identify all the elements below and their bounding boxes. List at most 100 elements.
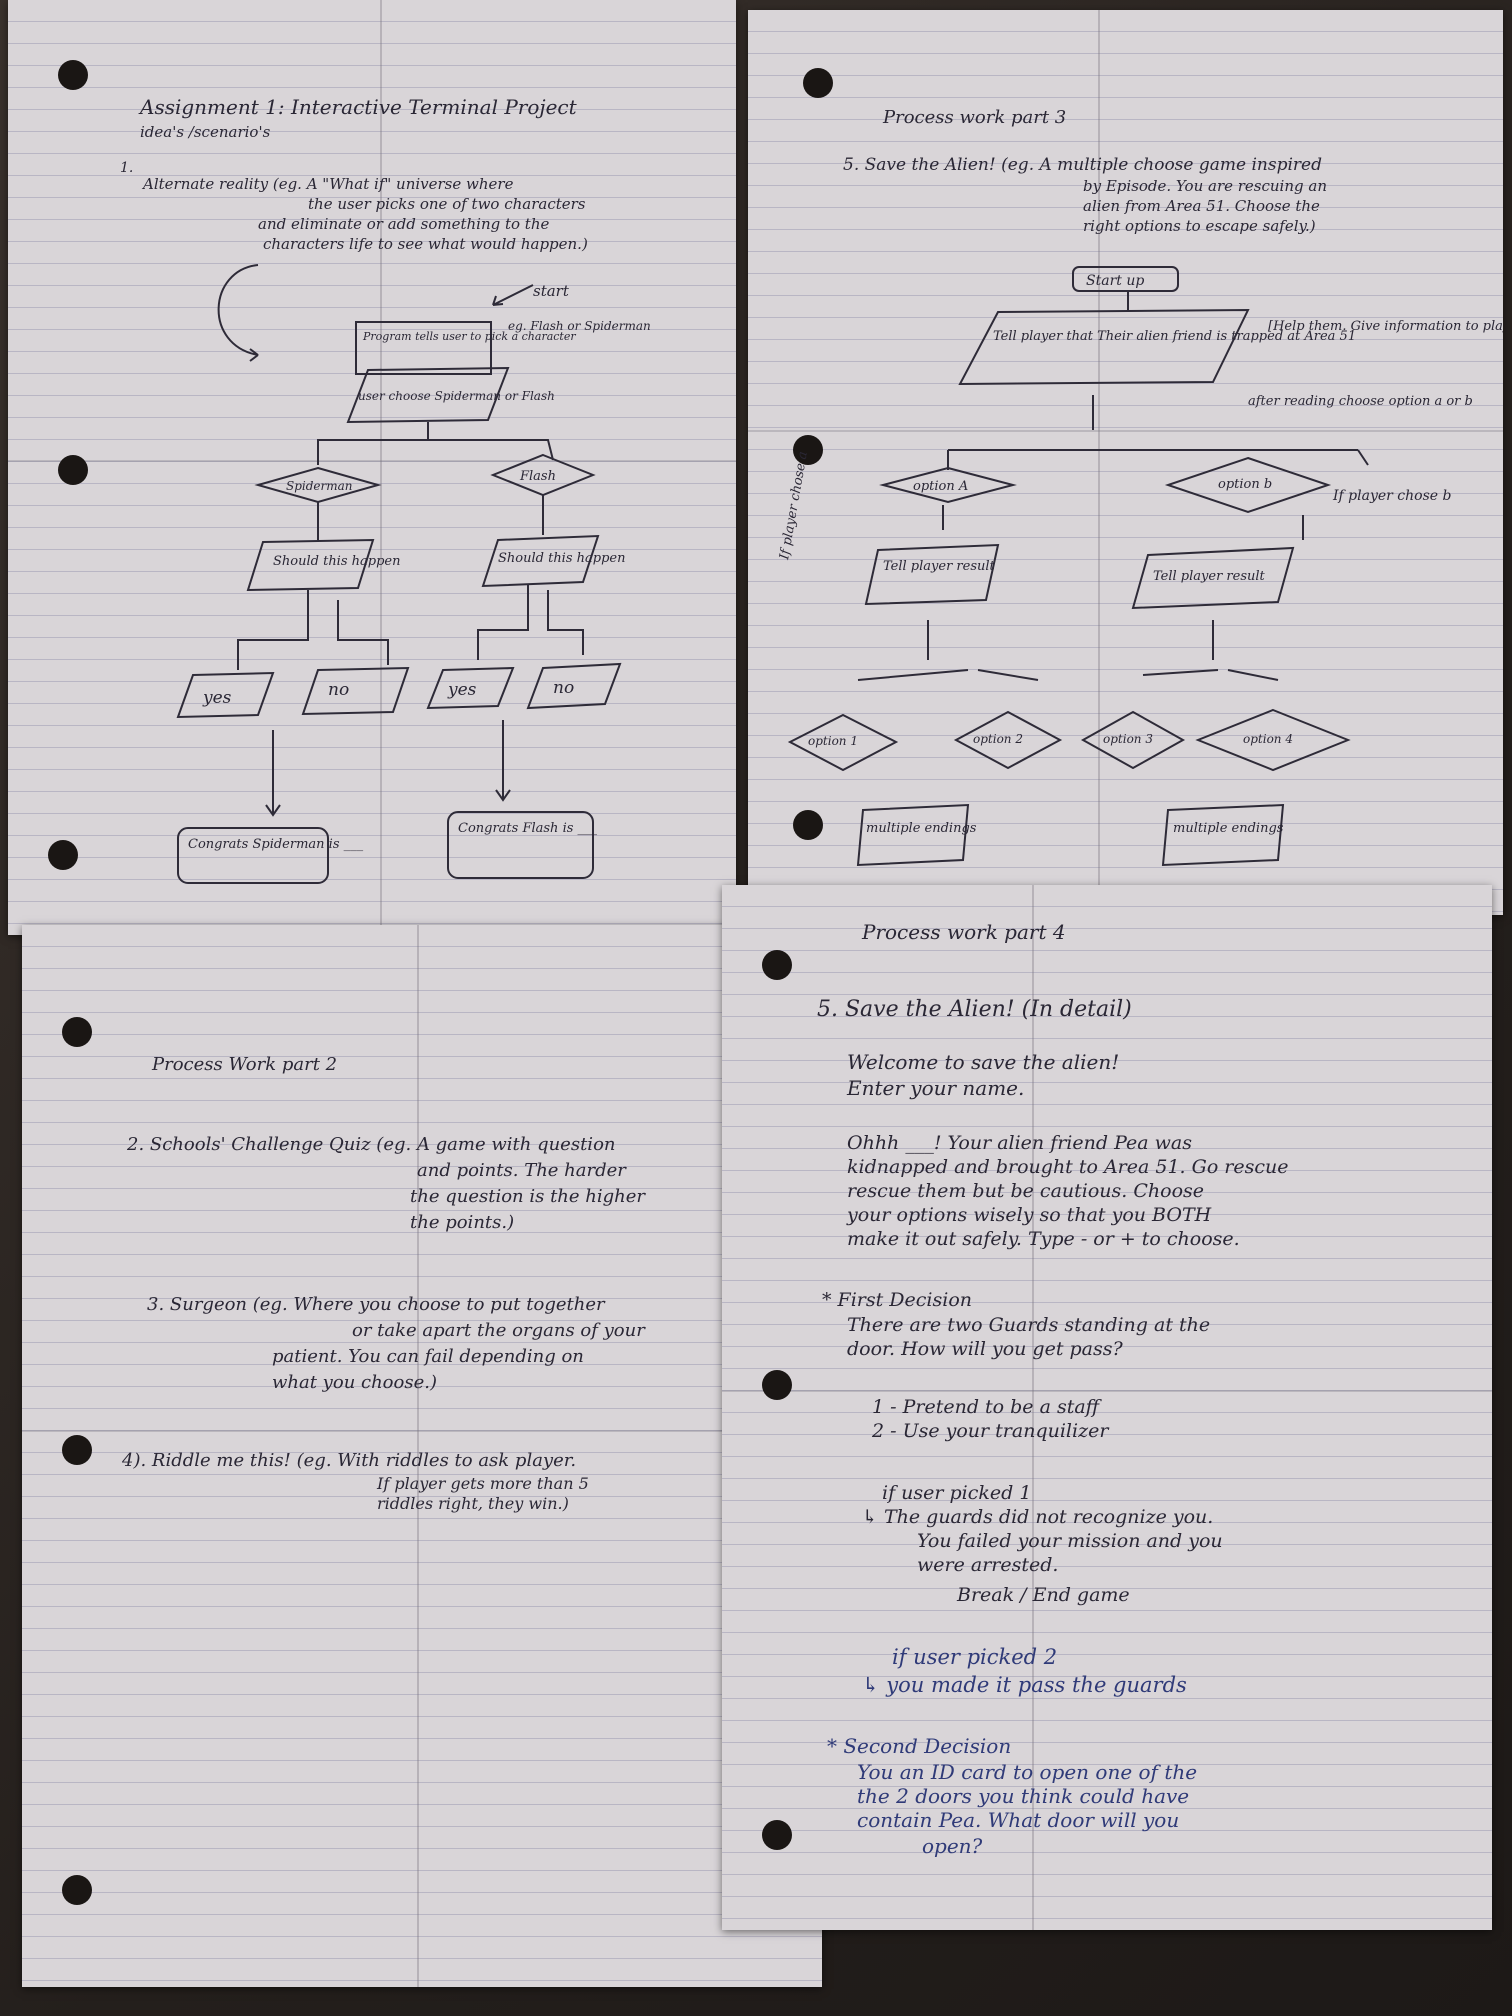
idea-line: and eliminate or add something to the xyxy=(258,215,550,233)
binder-hole xyxy=(793,435,823,465)
option-4-label: option 4 xyxy=(1243,732,1293,746)
tell-result-a xyxy=(864,543,1000,606)
tell-player-box xyxy=(958,308,1250,386)
yes-text-left: yes xyxy=(202,688,232,708)
idea-line: the user picks one of two characters xyxy=(308,195,586,213)
idea-line: 3. Surgeon (eg. Where you choose to put … xyxy=(147,1294,605,1315)
option-2-label: option 2 xyxy=(973,732,1023,746)
idea-line: right options to escape safely.) xyxy=(1083,217,1316,235)
idea-line: Alternate reality (eg. A "What if" unive… xyxy=(143,175,514,193)
start-label: start xyxy=(533,282,570,300)
congrats-spiderman-text: Congrats Spiderman is ___ xyxy=(188,837,364,852)
option-a-label: option A xyxy=(913,479,968,494)
option-3-label: option 3 xyxy=(1103,732,1153,746)
congrats-spiderman-box xyxy=(177,827,329,884)
if-b-text: If player chose b xyxy=(1332,488,1451,504)
decision-line: There are two Guards standing at the xyxy=(847,1314,1211,1336)
start-up-text: Start up xyxy=(1086,273,1144,289)
pick-line: Break / End game xyxy=(957,1584,1130,1606)
endings-text-left: multiple endings xyxy=(866,821,977,836)
eg-flash-text: eg. Flash or Spiderman xyxy=(508,319,651,333)
story-line: make it out safely. Type - or + to choos… xyxy=(847,1228,1240,1250)
item-number: 1. xyxy=(120,160,134,176)
spiderman-label: Spiderman xyxy=(286,479,353,493)
decision-option-1 xyxy=(787,713,899,772)
no-box-left xyxy=(301,666,410,716)
idea-line: what you choose.) xyxy=(272,1372,437,1393)
pick-line: You failed your mission and you xyxy=(917,1530,1223,1552)
binder-hole xyxy=(762,950,792,980)
story-line: your options wisely so that you BOTH xyxy=(847,1204,1212,1226)
binder-hole xyxy=(793,810,823,840)
idea-line: characters life to see what would happen… xyxy=(263,235,588,253)
binder-hole xyxy=(803,68,833,98)
decision-line: contain Pea. What door will you xyxy=(857,1808,1180,1832)
choice-line: 1 - Pretend to be a staff xyxy=(872,1396,1100,1418)
choice-line: 2 - Use your tranquilizer xyxy=(872,1420,1109,1442)
idea-line: 2. Schools' Challenge Quiz (eg. A game w… xyxy=(127,1134,616,1155)
idea-line: the question is the higher xyxy=(410,1186,645,1207)
if-a-text: If player chose a xyxy=(777,450,811,561)
option-1-label: option 1 xyxy=(808,734,858,748)
binder-hole xyxy=(58,455,88,485)
user-choose-text: user choose Spiderman or Flash xyxy=(358,389,555,403)
pick-line: ↳ The guards did not recognize you. xyxy=(862,1506,1214,1528)
tell-player-text: Tell player that Their alien friend is t… xyxy=(993,329,1356,344)
binder-hole xyxy=(62,1435,92,1465)
page-subtitle: idea's /scenario's xyxy=(140,123,271,141)
pick-line: if user picked 2 xyxy=(892,1645,1058,1669)
input-box xyxy=(346,366,510,424)
story-line: Ohhh ___! Your alien friend Pea was xyxy=(847,1132,1192,1154)
idea-line: If player gets more than 5 xyxy=(377,1474,589,1493)
yes-text-right: yes xyxy=(447,680,477,700)
tell-result-b xyxy=(1131,546,1295,610)
page-title: Process work part 3 xyxy=(883,107,1067,128)
congrats-flash-text: Congrats Flash is ___ xyxy=(458,821,598,836)
decision-line: door. How will you get pass? xyxy=(847,1338,1123,1360)
no-box-right xyxy=(526,662,622,710)
tell-result-a-text: Tell player result xyxy=(883,559,996,574)
decision-line: * Second Decision xyxy=(827,1734,1012,1758)
binder-hole xyxy=(62,1875,92,1905)
endings-text-right: multiple endings xyxy=(1173,821,1284,836)
decision-option-a xyxy=(879,466,1017,504)
story-line: rescue them but be cautious. Choose xyxy=(847,1180,1205,1202)
idea-line: or take apart the organs of your xyxy=(352,1320,645,1341)
idea-line: the points.) xyxy=(410,1212,515,1233)
no-text-right: no xyxy=(553,678,574,698)
decision-option-4 xyxy=(1195,708,1351,772)
option-b-label: option b xyxy=(1218,477,1272,492)
yes-box-left xyxy=(176,671,275,719)
start-up-box xyxy=(1072,266,1179,292)
binder-hole xyxy=(62,1017,92,1047)
after-reading-text: after reading choose option a or b xyxy=(1248,394,1473,409)
endings-box-right xyxy=(1161,803,1285,867)
story-line: kidnapped and brought to Area 51. Go res… xyxy=(847,1156,1289,1178)
yes-box-right xyxy=(426,666,515,710)
congrats-flash-box xyxy=(447,811,594,879)
sheet-process-part-4: Process work part 4 5. Save the Alien! (… xyxy=(722,885,1492,1930)
should-box-left xyxy=(246,538,375,592)
tell-result-b-text: Tell player result xyxy=(1153,569,1266,584)
sheet-process-part-3: Process work part 3 5. Save the Alien! (… xyxy=(748,10,1503,915)
decision-option-3 xyxy=(1080,710,1186,770)
binder-hole xyxy=(762,1370,792,1400)
intro-line: Welcome to save the alien! xyxy=(847,1050,1120,1074)
section-heading: 5. Save the Alien! (In detail) xyxy=(817,997,1132,1022)
idea-line: alien from Area 51. Choose the xyxy=(1083,197,1320,215)
page-title: Process work part 4 xyxy=(862,920,1066,944)
flowchart-3: Start up Tell player that Their alien fr… xyxy=(777,266,1503,867)
decision-option-2 xyxy=(953,710,1063,770)
flash-label: Flash xyxy=(519,469,556,484)
idea-line: patient. You can fail depending on xyxy=(272,1346,584,1367)
idea-line: by Episode. You are rescuing an xyxy=(1083,177,1327,195)
decision-line: * First Decision xyxy=(822,1289,973,1311)
binder-hole xyxy=(762,1820,792,1850)
decision-line: You an ID card to open one of the xyxy=(857,1760,1198,1784)
flowchart-1: start Program tells user to pick a chara… xyxy=(176,264,651,884)
pick-line: ↳ you made it pass the guards xyxy=(862,1673,1187,1697)
binder-hole xyxy=(58,60,88,90)
idea-line: and points. The harder xyxy=(417,1160,626,1181)
program-tells-text: Program tells user to pick a character xyxy=(362,330,576,343)
page-title: Assignment 1: Interactive Terminal Proje… xyxy=(140,95,577,119)
